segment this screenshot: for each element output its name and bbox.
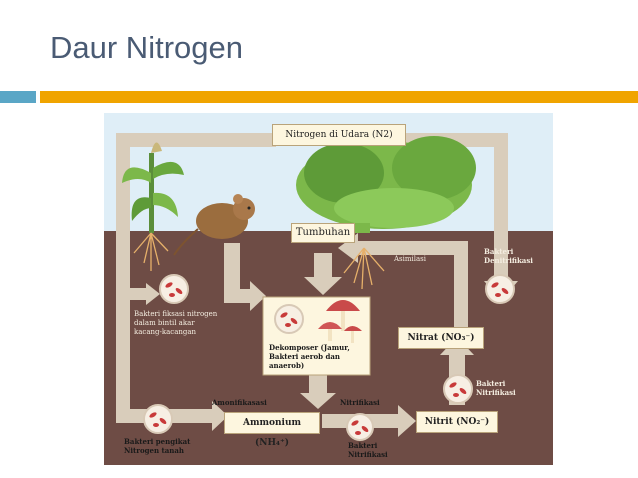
nitrite-box: Nitrit (NO₂⁻): [416, 411, 498, 433]
nitrification-label: Nitrifikasi: [340, 398, 380, 407]
nitrifying-bacteria-bottom-label: Bakteri Nitrifikasi: [348, 441, 388, 459]
bacteria-icon: [485, 274, 515, 304]
plant-box: Tumbuhan: [291, 223, 355, 243]
mushroom-icon: [318, 300, 362, 343]
ammonium-box: Ammonium (NH₄⁺): [224, 412, 320, 448]
fixing-bacteria-label: Bakteri fiksasi nitrogen dalam bintil ak…: [134, 310, 218, 336]
ammonification-label: Amonifikasasi: [212, 398, 267, 407]
root-icon: [343, 247, 385, 290]
bacteria-icon: [274, 304, 304, 334]
nitrogen-cycle-diagram: Nitrogen di Udara (N2) Tumbuhan Dekompos…: [104, 113, 553, 465]
bacteria-icon: [143, 404, 173, 434]
bacteria-icon: [443, 374, 473, 404]
mouse-icon: [173, 194, 255, 256]
bacteria-icon: [346, 413, 374, 441]
accent-bar-blue: [0, 91, 36, 103]
accent-bar-gold: [40, 91, 638, 103]
assimilation-label: Asimilasi: [394, 255, 427, 263]
corn-plant-icon: [122, 142, 184, 233]
root-icon: [133, 232, 169, 271]
decomposer-label: Dekomposer (Jamur, Bakteri aerob dan ana…: [269, 343, 350, 370]
nitrifying-bacteria-top-label: Bakteri Nitrifikasi: [476, 379, 516, 397]
nitrate-box: Nitrat (NO₃⁻): [398, 327, 484, 349]
denitrifying-bacteria-label: Bakteri Denitrifikasi: [484, 247, 533, 265]
bacteria-icon: [159, 274, 189, 304]
soil-nitrogen-bacteria-label: Bakteri pengikat Nitrogen tanah: [124, 437, 191, 455]
slide-title: Daur Nitrogen: [50, 30, 243, 65]
air-nitrogen-box: Nitrogen di Udara (N2): [272, 124, 406, 146]
